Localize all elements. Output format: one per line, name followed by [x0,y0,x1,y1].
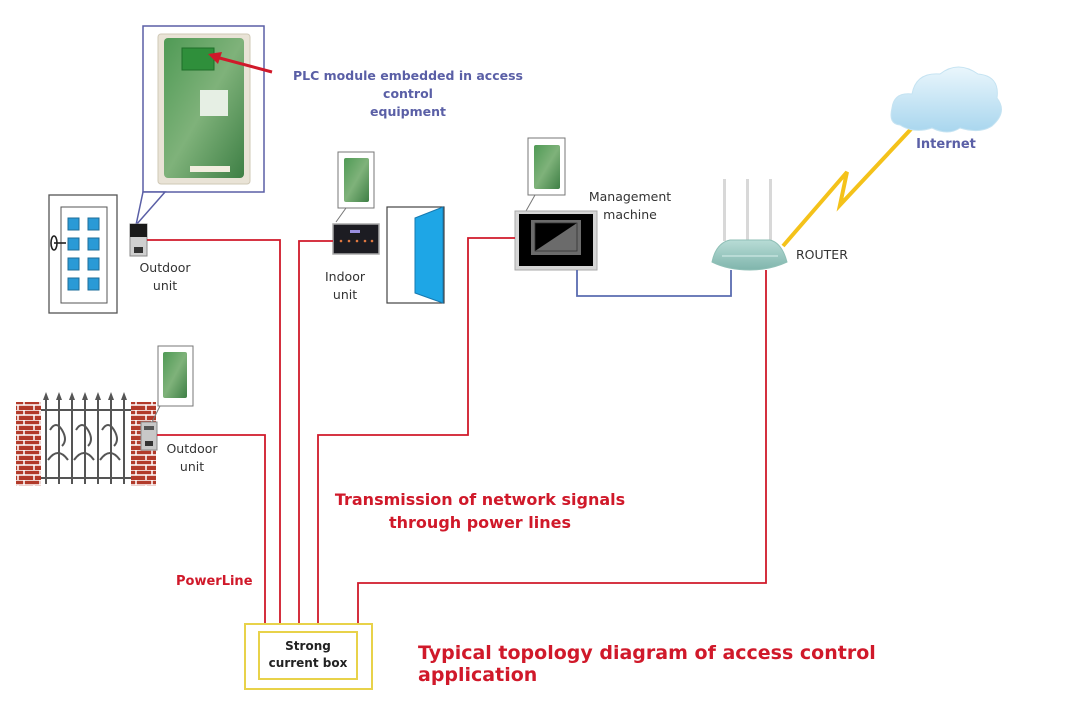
internet-label: Internet [916,137,976,152]
wire-outdoor-gate [157,434,266,624]
plc-module-chip [181,47,215,71]
outdoor-unit-gate-device [140,421,158,451]
indoor-unit-label: Indoor unit [316,268,374,304]
label-line2: unit [152,278,178,293]
label-line1: Indoor [325,269,365,284]
plc-callout-label: PLC module embedded in access control eq… [268,67,548,121]
management-machine-label: Management machine [585,188,675,224]
subtitle-transmission: Transmission of network signals through … [320,488,640,534]
subtitle-line2: through power lines [389,513,571,532]
label-line1: Outdoor [166,441,218,456]
wire-indoor [298,240,333,624]
wireless-link-icon [781,126,914,248]
label-line1: Management [588,189,672,204]
management-machine-device [514,210,598,271]
plc-callout-label-line2: equipment [370,104,446,119]
powerline-label: PowerLine [176,574,253,589]
label-line2: unit [179,459,205,474]
strong-current-box-label: Strong current box [259,638,357,672]
plc-callout-management [525,137,566,212]
plc-callout-label-line1: PLC module embedded in access control [293,68,523,101]
open-door-icon [386,206,445,304]
door-icon [48,194,118,314]
strong-current-box [244,623,373,690]
callout-pointer [135,191,167,226]
outdoor-unit-door-label: Outdoor unit [128,259,202,295]
wire-router [357,270,767,624]
router-label: ROUTER [796,247,848,262]
label-line1: Strong [285,639,331,653]
wire-management [317,237,515,624]
gate-icon [16,392,156,486]
subtitle-line1: Transmission of network signals [334,490,626,509]
internet-cloud-icon [890,66,1002,133]
label-line2: current box [268,656,348,670]
router-icon [711,179,788,271]
plc-callout-large [135,25,273,226]
powerline-wires [147,237,767,624]
red-arrow [211,54,273,74]
diagram-title: Typical topology diagram of access contr… [418,642,876,686]
plc-callout-indoor [335,151,375,223]
outdoor-unit-door-device [129,223,148,257]
label-line2: machine [603,207,657,222]
label-line1: Outdoor [139,260,191,275]
label-line2: unit [332,287,358,302]
indoor-unit-device [332,223,380,255]
wire-outdoor-door [147,239,281,624]
outdoor-unit-gate-label: Outdoor unit [160,440,224,476]
plc-callout-gate [151,345,194,423]
ethernet-wire [576,270,732,297]
